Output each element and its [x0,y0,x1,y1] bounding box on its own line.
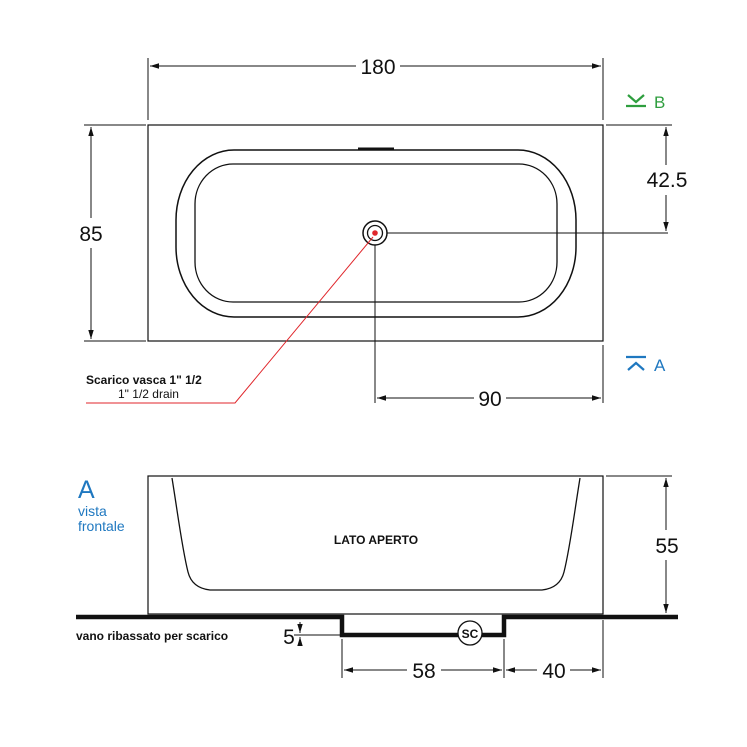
dim-height-label: 55 [655,535,678,558]
section-b-arrow-icon [627,94,645,104]
section-a-arrow-icon [627,361,645,371]
dim-width-label: 85 [79,223,102,246]
dim-drain-y-label: 42.5 [647,169,688,192]
drain-note-subtitle: 1" 1/2 drain [118,387,179,401]
tub-outline-front [147,475,604,615]
drain-leader-line [86,236,374,404]
section-b-label: B [654,93,665,112]
floor-line [76,614,678,638]
section-marker-a: A [626,355,666,375]
section-a-label: A [654,356,666,375]
front-view-caption-1: vista [78,503,107,519]
dim-drain-x-label: 90 [478,388,501,411]
drain-symbol [457,620,483,646]
tub-inner-profile [171,477,581,591]
dim-recess-depth-label: 5 [283,626,295,649]
front-view-caption-2: frontale [78,518,125,534]
drain-center-dot [372,230,378,236]
dim-length-label: 180 [360,56,395,79]
open-side-label: LATO APERTO [334,533,418,547]
drain-symbol-label: SC [462,627,479,641]
section-marker-b: B [626,93,665,112]
top-view: 180 85 42.5 90 B A Scar [79,56,687,411]
front-view-letter: A [78,476,95,504]
front-view: A vista frontale LATO APERTO SC vano rib… [76,475,679,683]
recess-note: vano ribassato per scarico [76,629,228,643]
drain-note-title: Scarico vasca 1" 1/2 [86,373,202,387]
dim-recess-width-label: 58 [412,660,435,683]
dim-recess-edge-label: 40 [542,660,565,683]
